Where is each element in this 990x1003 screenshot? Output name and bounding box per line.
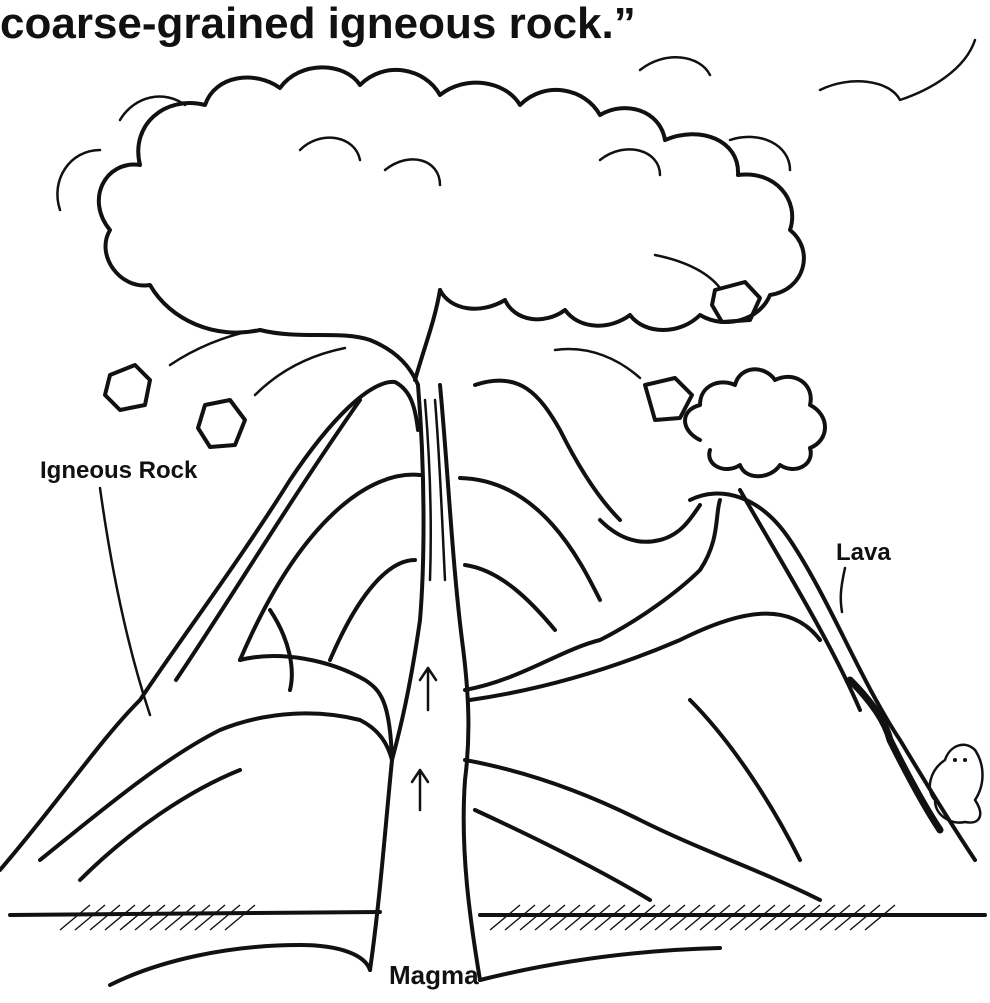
lava-leader — [841, 568, 845, 612]
ground — [10, 905, 985, 985]
lava-fountain — [685, 369, 825, 476]
label-magma: Magma — [389, 960, 479, 990]
label-lava: Lava — [836, 539, 891, 566]
magma-flow-arrows — [412, 668, 436, 810]
label-igneous-rock: Igneous Rock — [40, 457, 198, 484]
vent-conduit — [370, 385, 480, 980]
volcanic-bombs — [105, 255, 760, 447]
igneous-rock-leader — [100, 488, 150, 715]
ash-cloud — [57, 40, 975, 385]
volcano-cone — [0, 381, 975, 870]
mascot-figure — [930, 745, 983, 823]
